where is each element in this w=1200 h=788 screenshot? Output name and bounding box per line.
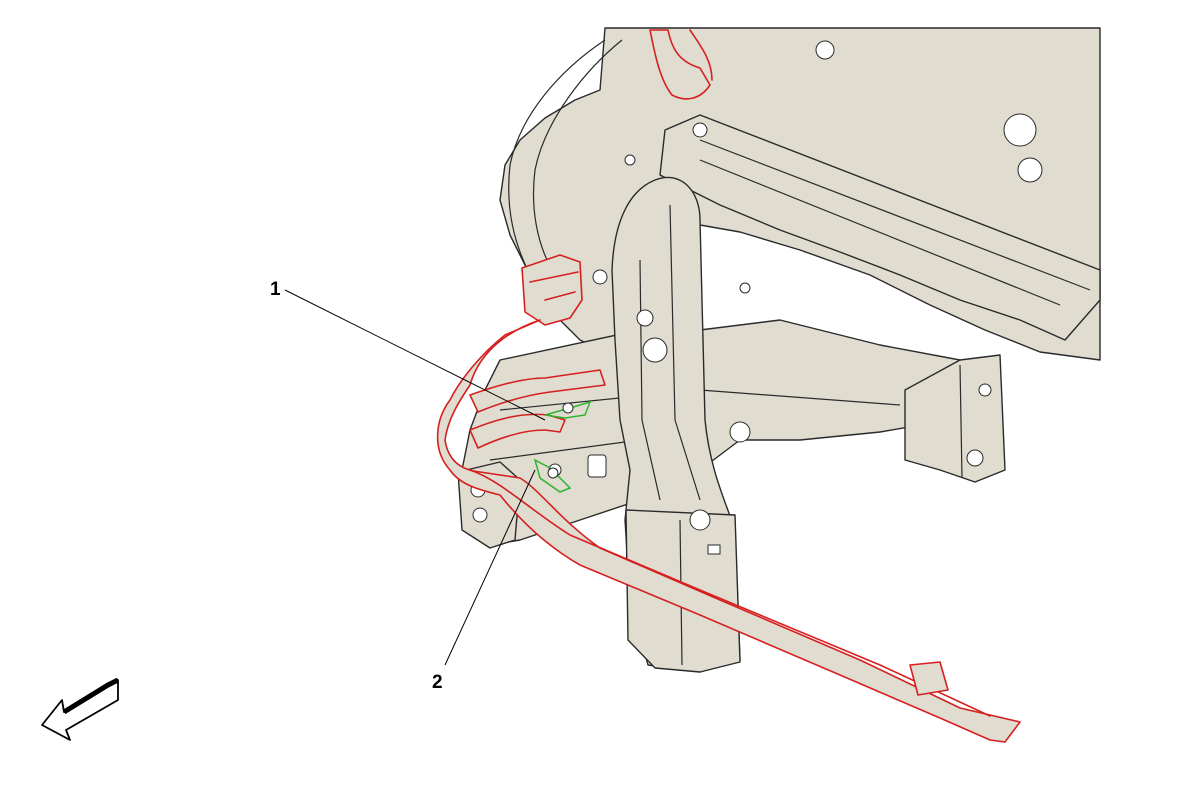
callout-1-label: 1 (270, 279, 281, 300)
harness-connector-lower (909, 661, 949, 696)
callout-2: 2 (432, 469, 536, 693)
vehicle-body-structure (457, 27, 1101, 673)
body-hole (815, 40, 835, 60)
harness-branch-ground-2 (469, 413, 566, 449)
callout-1-leader (284, 289, 546, 421)
harness-branch-ground-1 (469, 369, 606, 413)
ground-terminals (533, 400, 592, 493)
harness-connector-upper (521, 254, 583, 326)
harness-main-loop (436, 319, 1021, 743)
harness-upper-branch (649, 29, 711, 100)
callout-2-label: 2 (432, 672, 443, 693)
wiring-harness (436, 29, 1021, 743)
wheel-arch (508, 39, 606, 276)
front-direction-arrow-icon (41, 677, 120, 741)
callout-1: 1 (270, 279, 546, 421)
callout-2-leader (444, 469, 536, 666)
ground-terminal-2 (533, 458, 572, 493)
cross-member-beam (659, 114, 1101, 341)
